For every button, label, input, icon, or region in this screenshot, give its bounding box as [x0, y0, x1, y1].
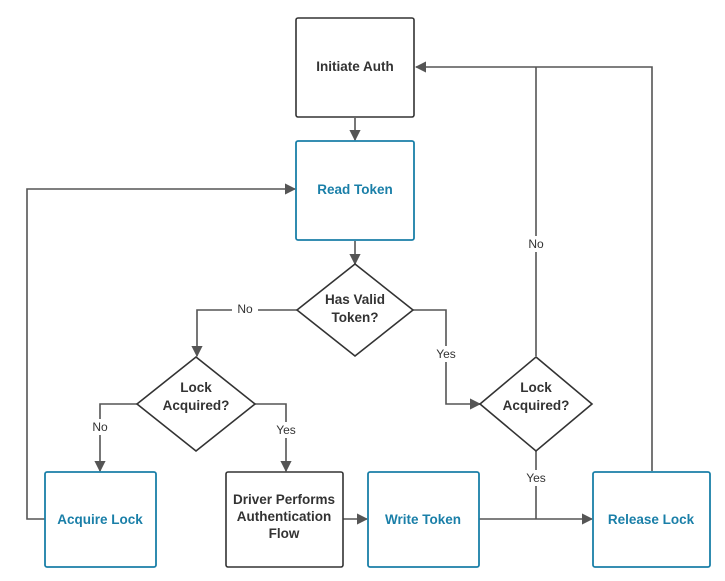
decision-diamond [478, 355, 594, 453]
node-has-valid-token: Has Valid Token? [295, 262, 415, 358]
node-write-token: Write Token [367, 471, 480, 568]
edge-valid-no-to-left-lock [191, 309, 297, 358]
edge-left-lock-no-to-acquire [94, 403, 137, 473]
node-initiate-auth: Initiate Auth [295, 17, 415, 118]
process-box [295, 140, 415, 241]
decision-diamond [135, 355, 257, 453]
edge-label-left-lock-no: No [92, 420, 108, 434]
connectors [26, 61, 653, 525]
process-box [367, 471, 480, 568]
node-label-line-1: Lock [520, 380, 552, 395]
process-box [44, 471, 157, 568]
node-label-line-2: Authentication [237, 509, 332, 524]
node-lock-acquired-right: Lock Acquired? [478, 355, 594, 453]
edge-label-right-lock-yes: Yes [526, 471, 546, 485]
node-label: Write Token [385, 512, 461, 527]
node-release-lock: Release Lock [592, 471, 711, 568]
node-label: Release Lock [608, 512, 695, 527]
node-lock-acquired-left: Lock Acquired? [135, 355, 257, 453]
edge-release-to-initiate [414, 61, 653, 471]
node-label-line-1: Has Valid [325, 292, 385, 307]
process-box [592, 471, 711, 568]
edge-label-left-lock-yes: Yes [276, 423, 296, 437]
edge-label-valid-no: No [237, 302, 253, 316]
node-label-line-3: Flow [269, 526, 300, 541]
edge-left-lock-yes-to-driver [255, 403, 292, 473]
node-driver-auth-flow: Driver Performs Authentication Flow [225, 471, 344, 568]
node-label: Read Token [317, 182, 393, 197]
node-acquire-lock: Acquire Lock [44, 471, 157, 568]
process-box [295, 17, 415, 118]
node-label-line-2: Acquired? [163, 398, 230, 413]
node-label-line-1: Lock [180, 380, 212, 395]
process-box [225, 471, 344, 568]
edge-labels: No Yes No Yes No Yes [87, 236, 551, 486]
node-label: Initiate Auth [316, 59, 394, 74]
edge-acquire-to-read [26, 183, 297, 520]
node-label-line-2: Token? [332, 310, 379, 325]
edge-label-right-lock-no: No [528, 237, 544, 251]
node-label-line-1: Driver Performs [233, 492, 335, 507]
node-label: Acquire Lock [57, 512, 143, 527]
node-read-token: Read Token [295, 140, 415, 241]
node-label-line-2: Acquired? [503, 398, 570, 413]
edge-label-valid-yes: Yes [436, 347, 456, 361]
decision-diamond [295, 262, 415, 358]
